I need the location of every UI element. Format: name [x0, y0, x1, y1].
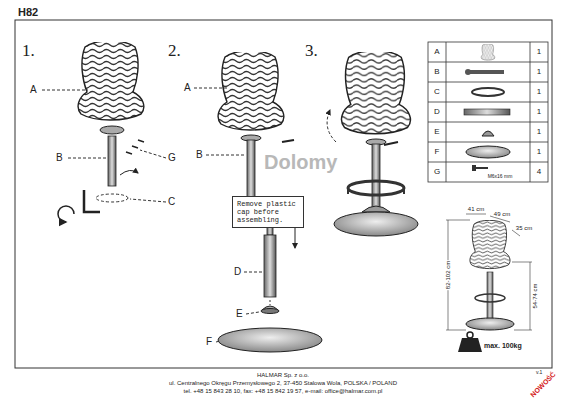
part-letter: G: [168, 153, 176, 163]
new-stamp: NOWOŚĆ: [529, 371, 557, 399]
dimension: 41 cm: [468, 206, 484, 212]
dimension: 49 cm: [494, 211, 510, 217]
part-letter: B: [56, 153, 63, 163]
dimension: 54-74 cm: [532, 282, 538, 309]
part-letter: F: [206, 337, 212, 347]
table-count: 1: [537, 128, 541, 136]
table-letter: D: [434, 108, 440, 116]
part-letter: B: [196, 150, 203, 160]
table-letter: F: [435, 148, 440, 156]
screw-size: M6x16 mm: [488, 174, 513, 179]
table-letter: B: [434, 68, 439, 76]
footer-contact: tel. +48 15 843 28 10, fax: +48 15 842 1…: [184, 388, 383, 394]
table-count: 1: [537, 148, 541, 156]
step-number: 1.: [22, 42, 35, 59]
watermark: Dolomy: [264, 152, 337, 172]
part-letter: A: [184, 83, 191, 93]
table-count: 1: [537, 68, 541, 76]
table-count: 1: [537, 48, 541, 56]
table-count: 1: [537, 88, 541, 96]
step-number: 2.: [168, 42, 181, 59]
table-letter: G: [434, 168, 440, 176]
version: v.1: [536, 370, 542, 375]
note-text: Remove plastic cap before assembling.: [233, 197, 303, 227]
weight-limit: max. 100kg: [484, 342, 522, 349]
note-box: Remove plastic cap before assembling.: [232, 196, 304, 228]
part-letter: D: [234, 267, 241, 277]
step-number: 3.: [305, 42, 318, 59]
table-count: 4: [537, 168, 541, 176]
dimension: 82-102 cm: [445, 260, 451, 290]
model-title: H82: [18, 7, 38, 18]
footer-address: ul. Centralnego Okręgu Przemysłowego 2, …: [169, 380, 397, 386]
table-letter: E: [434, 128, 439, 136]
part-letter: A: [30, 85, 37, 95]
dimension: 35 cm: [516, 225, 532, 231]
part-letter: E: [236, 309, 243, 319]
table-letter: A: [434, 48, 439, 56]
footer-company: HALMAR Sp. z o.o.: [257, 372, 309, 378]
table-count: 1: [537, 108, 541, 116]
table-letter: C: [434, 88, 440, 96]
part-letter: C: [168, 197, 175, 207]
